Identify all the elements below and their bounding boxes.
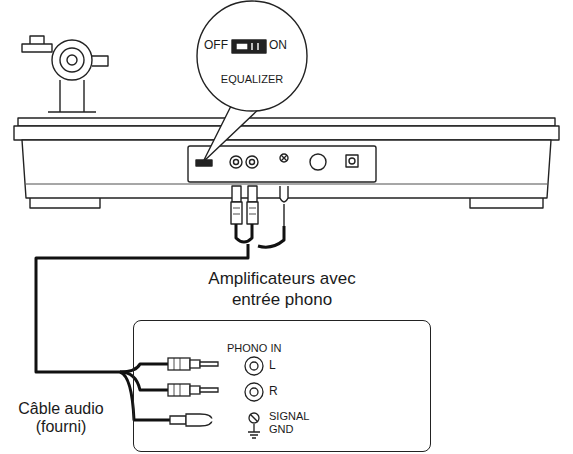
- channel-label: L: [269, 359, 289, 373]
- amplifier-heading: Amplificateurs avec entrée phono: [186, 268, 378, 310]
- switch-name: EQUALIZER: [197, 73, 307, 86]
- channel-label: R: [269, 385, 289, 399]
- input-name: PHONO IN: [227, 342, 281, 355]
- equalizer-callout: OFF ON EQUALIZER: [197, 1, 307, 111]
- cable-label: Câble audio (fourni): [2, 400, 120, 437]
- switch-off-label: OFF: [204, 39, 228, 53]
- switch-on-label: ON: [269, 39, 287, 53]
- ground-label: SIGNAL GND: [269, 410, 317, 435]
